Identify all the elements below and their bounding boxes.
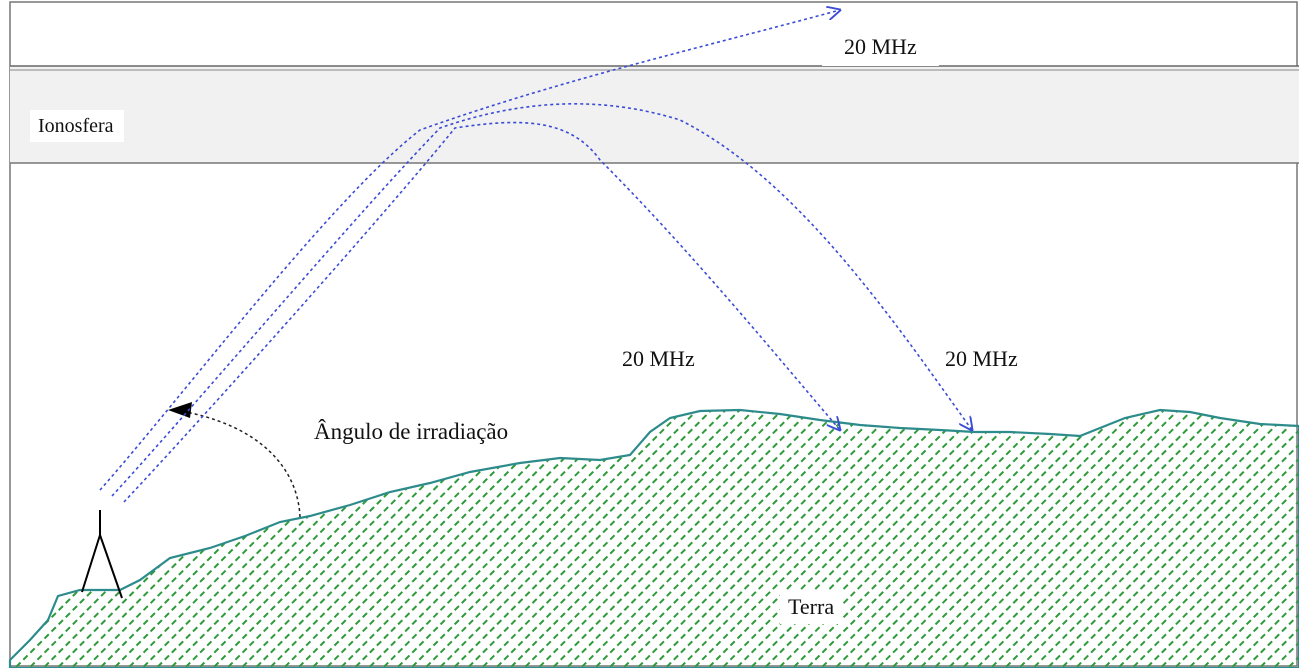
radiation-angle-arc (174, 409, 301, 518)
ionosphere-label: Ionosfera (30, 110, 124, 142)
antenna-icon (81, 510, 123, 599)
radiation-angle-label: Ângulo de irradiação (306, 416, 517, 451)
frequency-label-top: 20 MHz (822, 30, 939, 66)
ray-escaping (99, 10, 840, 491)
earth-label: Terra (780, 590, 843, 624)
terrain (8, 408, 1299, 668)
ionosphere-layer (10, 66, 1299, 163)
ray-far-hop (111, 103, 972, 497)
ray-near-hop (123, 121, 840, 503)
frequency-label-far: 20 MHz (935, 342, 1028, 376)
frequency-label-near: 20 MHz (612, 342, 705, 376)
